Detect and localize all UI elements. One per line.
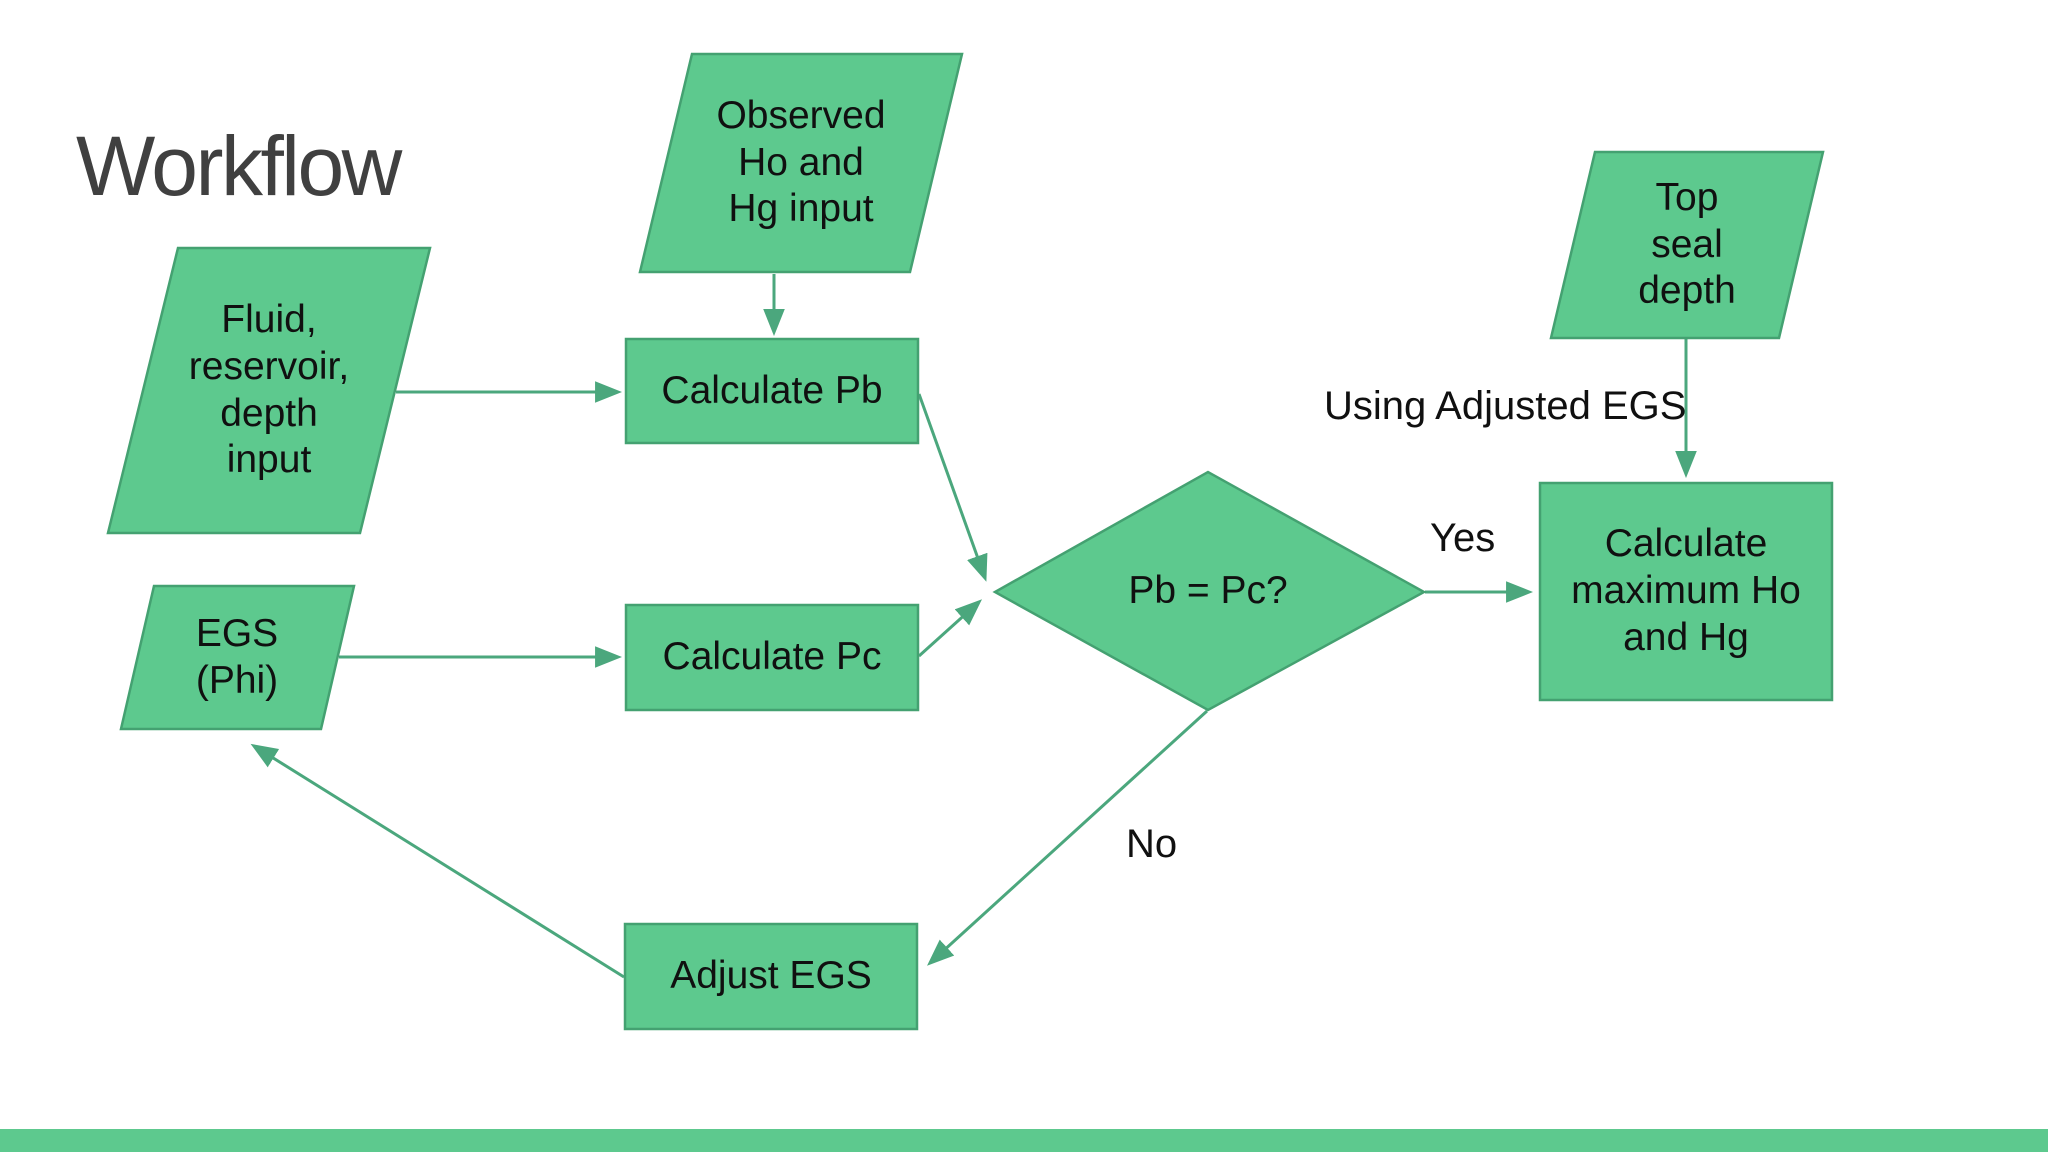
fluid-input-label: Fluid, reservoir, depth input — [188, 297, 350, 482]
observed-input-label: Observed Ho and Hg input — [716, 93, 886, 231]
decision-label: Pb = Pc? — [1128, 568, 1288, 612]
edge-label-no: No — [1126, 822, 1178, 866]
footer-accent-bar — [0, 1129, 2048, 1152]
calculate-pc-label: Calculate Pc — [662, 635, 882, 679]
calculate-pc-shape — [624, 603, 920, 712]
page-title: Workflow — [76, 119, 402, 213]
calculate-max-shape — [1538, 481, 1834, 702]
edge-calcpb-to-decision — [917, 393, 988, 582]
decision-shape — [992, 470, 1427, 712]
egs-input-label: EGS (Phi) — [195, 611, 279, 702]
calculate-pb-label: Calculate Pb — [661, 368, 883, 412]
calculate-max-label: Calculate maximum Ho and Hg — [1571, 522, 1801, 659]
egs-input-shape — [119, 584, 356, 731]
fluid-input-shape — [106, 246, 432, 535]
top-seal-input-label: Top seal depth — [1638, 175, 1736, 313]
edge-adjust-to-egs — [250, 743, 625, 979]
edge-decision-no-to-adjust — [927, 709, 1209, 966]
observed-input-shape — [638, 52, 964, 274]
top-seal-input-shape — [1549, 150, 1825, 340]
edge-label-yes: Yes — [1430, 516, 1496, 560]
adjust-egs-shape — [623, 922, 919, 1031]
adjust-egs-label: Adjust EGS — [670, 954, 872, 998]
edge-calcpc-to-decision — [917, 599, 983, 658]
calculate-pb-shape — [624, 337, 920, 445]
edge-label-using-adjusted-egs: Using Adjusted EGS — [1324, 384, 1687, 428]
